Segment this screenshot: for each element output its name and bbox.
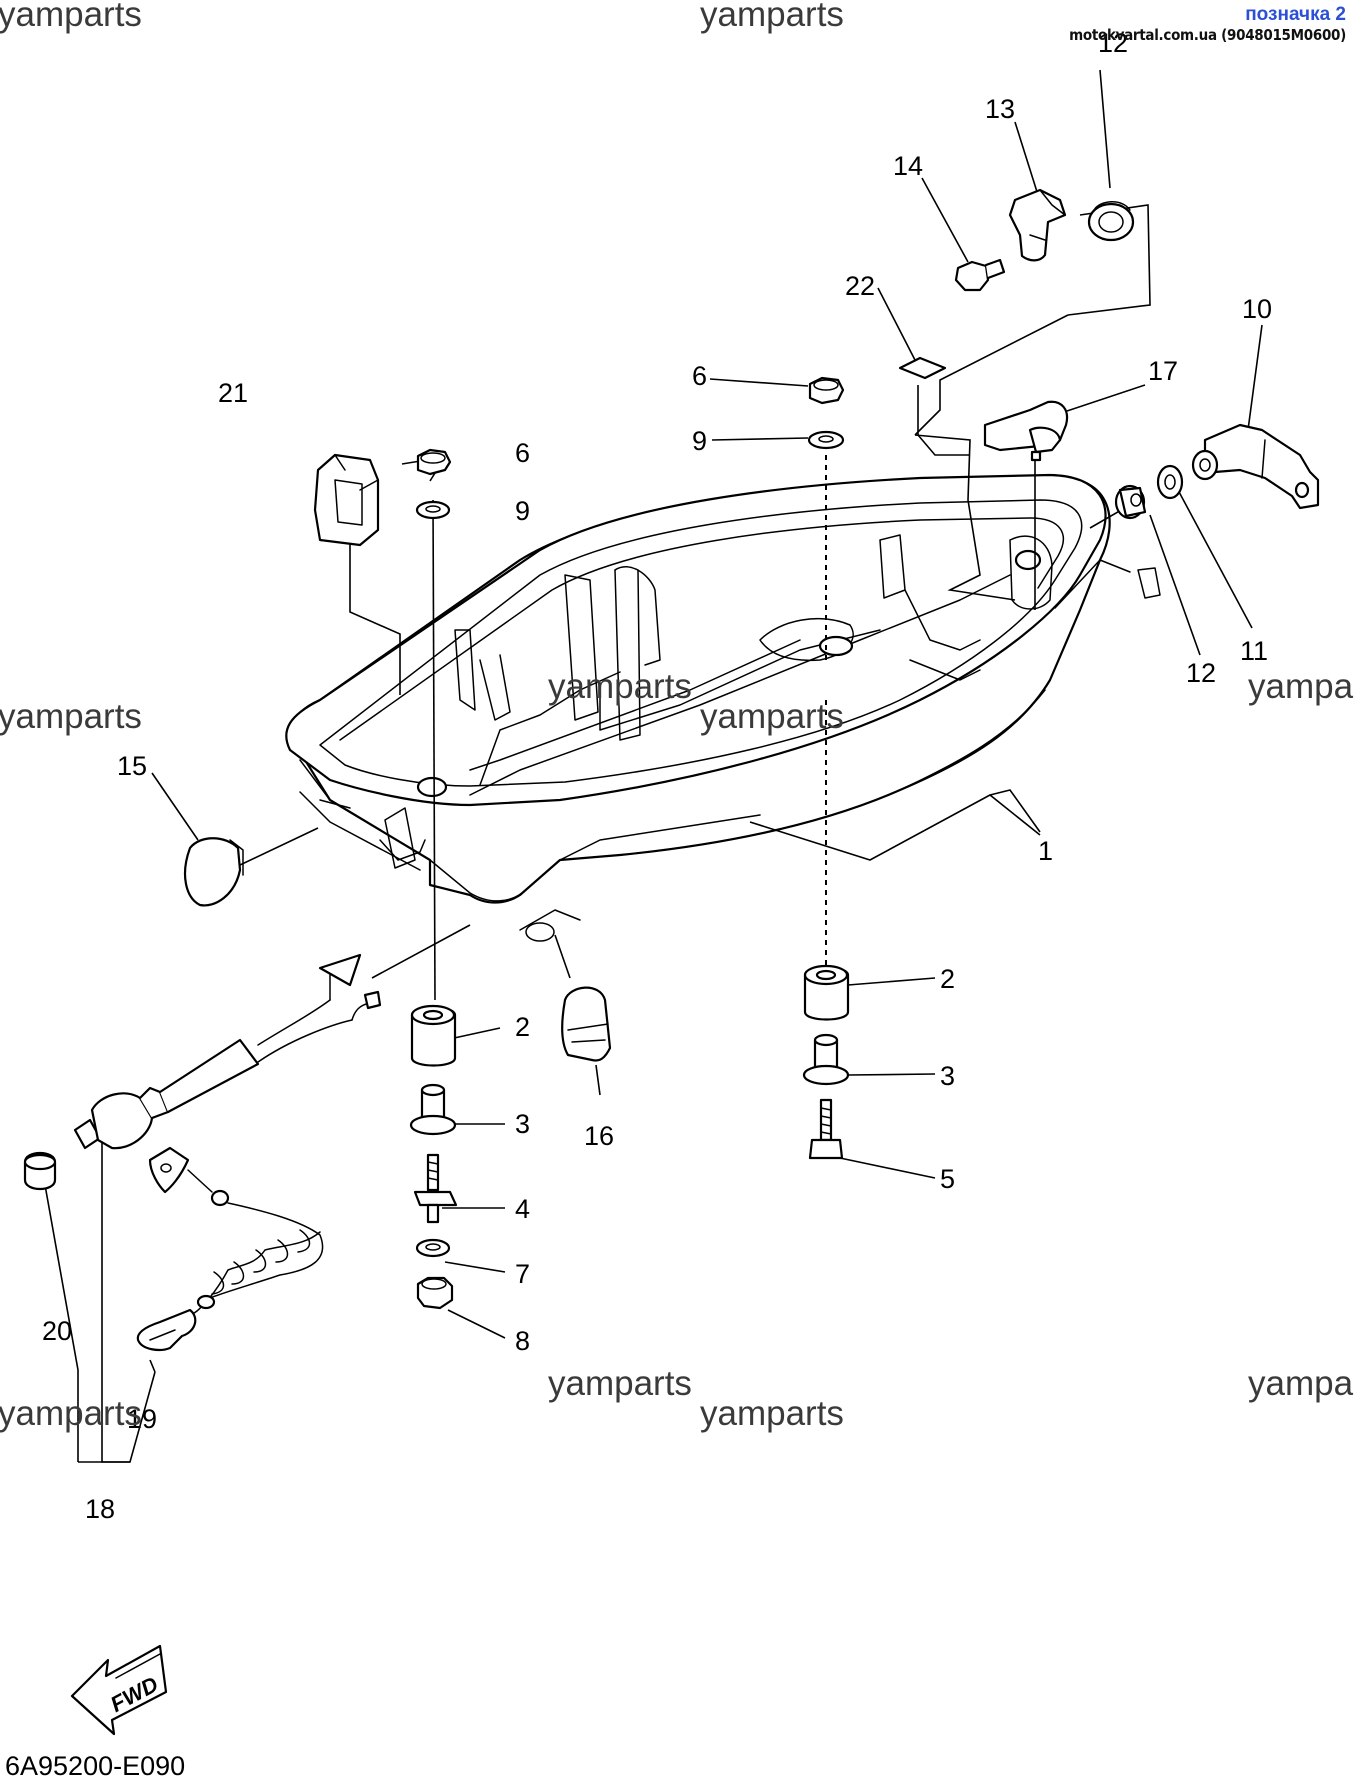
watermark: yamparts [548, 1364, 692, 1403]
part-5-bolt [808, 1098, 844, 1160]
part-11-lockwasher [1156, 464, 1184, 500]
callout-15: 15 [117, 751, 147, 781]
bottom-cowling [285, 473, 1161, 942]
callout-22: 22 [845, 271, 875, 301]
callout-10: 10 [1242, 294, 1272, 324]
watermarks: yamparts yamparts yamparts yamparts yamp… [0, 0, 1354, 1433]
badge-site: motokvartal.com.ua (9048015M0600) [1069, 26, 1346, 44]
callout-7: 7 [515, 1259, 530, 1289]
watermark: yamparts [0, 697, 142, 736]
part-13-bracket [1008, 188, 1067, 262]
part-9-washer-center [807, 430, 845, 450]
callout-21: 21 [218, 378, 248, 408]
watermark: yampa [1248, 667, 1354, 706]
callout-17: 17 [1148, 356, 1178, 386]
part-9-washer-left [415, 500, 451, 520]
badge-title: позначка 2 [1245, 4, 1346, 25]
callout-18: 18 [85, 1494, 115, 1524]
callout-6-left: 6 [515, 438, 530, 468]
part-16-grommet [561, 986, 612, 1062]
part-6-nut-left [416, 448, 452, 476]
fwd-arrow [70, 1644, 168, 1736]
callout-9-center: 9 [692, 426, 707, 456]
callout-14: 14 [893, 151, 923, 181]
part-14-bolt [954, 258, 1006, 292]
part-12-grommet-right [1114, 484, 1147, 520]
callout-20: 20 [42, 1316, 72, 1346]
callout-2-right: 2 [940, 964, 955, 994]
callout-1: 1 [1038, 836, 1053, 866]
part-8-nut [416, 1276, 454, 1310]
part-21-clip [313, 453, 380, 547]
callout-3-right: 3 [940, 1061, 955, 1091]
callout-12-right: 12 [1186, 658, 1216, 688]
part-15-plug [183, 837, 244, 907]
part-2-mount-right [803, 964, 850, 1021]
part-19-lanyard [136, 1146, 324, 1351]
callout-4: 4 [515, 1194, 530, 1224]
callout-3-left: 3 [515, 1109, 530, 1139]
part-20-cap [23, 1151, 57, 1191]
diagram-code: 6A95200-E090 [5, 1751, 185, 1781]
watermark: yamparts [700, 1394, 844, 1433]
callout-2-left: 2 [515, 1012, 530, 1042]
callout-labels: 1 2 2 3 3 4 5 6 6 7 8 9 9 10 11 12 12 13… [42, 28, 1272, 1524]
part-18-stop-switch [73, 953, 382, 1150]
callout-16: 16 [584, 1121, 614, 1151]
callout-11: 11 [1240, 636, 1268, 666]
callout-13: 13 [985, 94, 1015, 124]
watermark: yamparts [0, 0, 142, 34]
watermark: yamparts [700, 0, 844, 34]
callout-12-top: 12 [1098, 28, 1128, 58]
part-7-washer [415, 1238, 451, 1258]
callout-8: 8 [515, 1326, 530, 1356]
part-17-lever [983, 400, 1069, 462]
part-2-mount-left [410, 1004, 457, 1067]
part-12-grommet-top [1087, 201, 1135, 242]
callout-6-center: 6 [692, 361, 707, 391]
watermark: yamparts [0, 1394, 142, 1433]
callout-5: 5 [940, 1164, 955, 1194]
part-3-collar-right [802, 1033, 850, 1086]
watermark: yampa [1248, 1364, 1354, 1403]
part-10-arm [1191, 423, 1320, 510]
part-22-label [898, 356, 947, 380]
watermark: yamparts [548, 667, 692, 706]
part-6-nut-center [808, 376, 845, 405]
callout-9-left: 9 [515, 496, 530, 526]
callout-19: 19 [127, 1404, 157, 1434]
watermark: yamparts [700, 697, 844, 736]
part-3-collar-left [409, 1083, 457, 1136]
part-4-stud [413, 1153, 458, 1224]
store-badge: позначка 2 motokvartal.com.ua (9048015M0… [1069, 4, 1346, 44]
